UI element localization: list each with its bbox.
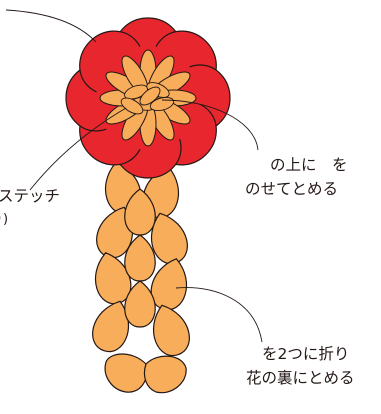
stem-petal: [92, 300, 130, 353]
leader-top: [5, 9, 97, 43]
stem-end-left: [104, 353, 148, 393]
leader-left: [29, 107, 127, 191]
center-loop: [149, 96, 175, 112]
center-loop: [120, 97, 144, 115]
center-loop: [139, 86, 161, 106]
right-label-line2: のせてとめる: [245, 180, 339, 198]
bottom-label-line1: を2つに折り: [262, 345, 350, 363]
stem-end-right: [143, 355, 187, 394]
leader-lines: [5, 9, 263, 343]
leader-right: [161, 99, 259, 151]
stem-petal: [124, 280, 156, 328]
flower-center-loops: [120, 82, 175, 115]
stem-petal: [152, 304, 190, 357]
left-label-line1: ステッチ: [0, 187, 61, 205]
bottom-label-line2: 花の裏にとめる: [246, 369, 355, 387]
left-label-line2: り): [0, 212, 9, 227]
right-label-line1: の上に を: [270, 156, 348, 174]
braided-stem: [92, 162, 190, 394]
leader-bottom: [175, 287, 263, 343]
